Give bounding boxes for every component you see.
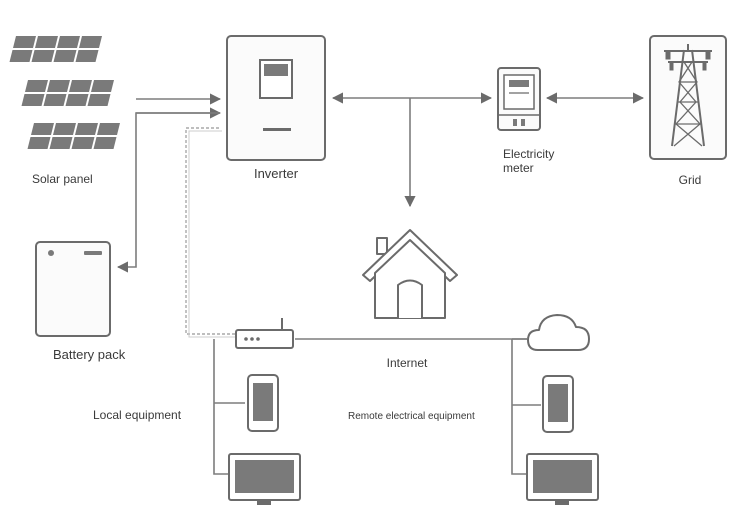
battery-pack-label: Battery pack xyxy=(53,347,126,362)
solar-panel-icon xyxy=(9,36,120,149)
grid-tower-icon xyxy=(649,35,727,160)
monitor-icon xyxy=(228,453,301,505)
phone-icon xyxy=(247,374,279,432)
house-icon xyxy=(362,229,458,319)
cloud-icon xyxy=(527,314,590,351)
monitor-icon xyxy=(526,453,599,505)
connector-lines xyxy=(116,92,645,475)
battery-icon xyxy=(35,241,111,337)
electricity-meter-label: Electricity meter xyxy=(503,147,555,175)
remote-equipment-label: Remote electrical equipment xyxy=(348,411,475,422)
communication-line xyxy=(185,127,236,335)
inverter-icon xyxy=(226,35,326,161)
phone-icon xyxy=(542,375,574,433)
local-equipment-label: Local equipment xyxy=(93,408,182,422)
solar-panel-label: Solar panel xyxy=(32,172,93,186)
electricity-meter-icon xyxy=(497,67,541,131)
grid-label: Grid xyxy=(678,173,702,187)
internet-label: Internet xyxy=(386,356,428,370)
inverter-label: Inverter xyxy=(253,166,299,181)
router-icon xyxy=(235,318,294,349)
